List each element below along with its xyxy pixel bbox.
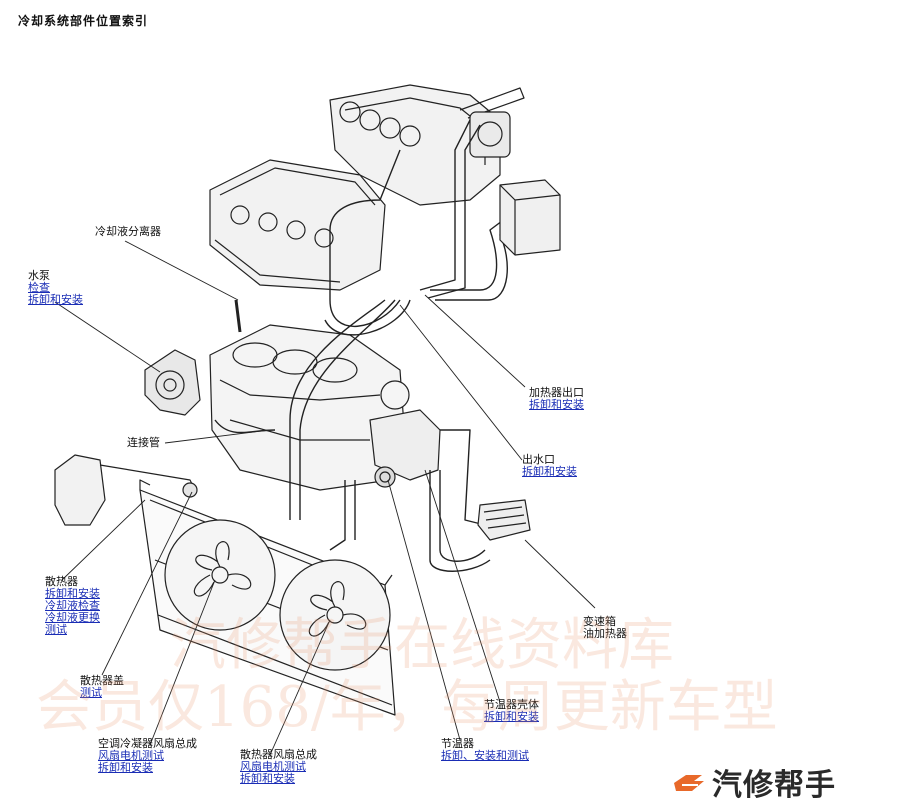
coolant-hoses-art [214, 119, 516, 572]
link-thermostat-remove-install-test[interactable]: 拆卸、安装和测试 [441, 749, 529, 762]
watermark-line2: 会员仅168/年，每周更新车型 [36, 675, 778, 740]
condenser-fan-art [164, 519, 276, 631]
label-radiator-fan: 散热器风扇总成 风扇电机测试 拆卸和安装 [240, 748, 317, 785]
link-radiator-remove-install[interactable]: 拆卸和安装 [45, 587, 100, 600]
cylinder-head-art [209, 159, 386, 291]
brand-mark-icon [674, 775, 704, 791]
link-ac-fan-motor-test[interactable]: 风扇电机测试 [98, 749, 164, 762]
link-radiator-fan-remove-install[interactable]: 拆卸和安装 [240, 772, 295, 785]
link-water-pump-remove-install[interactable]: 拆卸和安装 [28, 293, 83, 306]
link-ac-fan-remove-install[interactable]: 拆卸和安装 [98, 761, 153, 774]
link-radiator-cap-test[interactable]: 测试 [80, 686, 102, 699]
intake-manifold-art [329, 84, 525, 206]
link-water-pump-inspect[interactable]: 检查 [28, 281, 50, 294]
radiator-fan-art [279, 559, 391, 671]
label-thermostat-housing: 节温器壳体 拆卸和安装 [484, 698, 539, 723]
link-heater-outlet-remove-install[interactable]: 拆卸和安装 [529, 398, 584, 411]
heater-unit-art [499, 179, 561, 256]
reserve-tank-art [54, 454, 196, 526]
label-radiator-cap: 散热器盖 测试 [80, 674, 124, 699]
link-radiator-fan-motor-test[interactable]: 风扇电机测试 [240, 760, 306, 773]
engine-block-art [209, 324, 406, 491]
atf-warmer-art [477, 499, 531, 541]
label-connector-pipe: 连接管 [127, 436, 160, 449]
water-pump-art [144, 349, 201, 416]
brand-name: 汽修帮手 [712, 768, 836, 803]
link-radiator-test[interactable]: 测试 [45, 623, 67, 636]
link-radiator-coolant-check[interactable]: 冷却液检查 [45, 599, 100, 612]
label-atf-warmer: 变速箱 油加热器 [583, 615, 627, 640]
label-water-pump: 水泵 检查 拆卸和安装 [28, 269, 83, 306]
label-radiator: 散热器 拆卸和安装 冷却液检查 冷却液更换 测试 [45, 575, 100, 636]
label-heater-outlet: 加热器出口 拆卸和安装 [529, 386, 584, 411]
brand-logo: 汽修帮手 [672, 760, 836, 804]
coolant-distributor-art [234, 299, 242, 333]
link-thermostat-housing-remove-install[interactable]: 拆卸和安装 [484, 710, 539, 723]
label-water-outlet: 出水口 拆卸和安装 [522, 453, 577, 478]
link-water-outlet-remove-install[interactable]: 拆卸和安装 [522, 465, 577, 478]
link-radiator-coolant-replace[interactable]: 冷却液更换 [45, 611, 100, 624]
label-ac-condenser-fan: 空调冷凝器风扇总成 风扇电机测试 拆卸和安装 [98, 737, 197, 774]
watermark-line1: 汽修帮手在线资料库 [170, 613, 674, 678]
thermostat-housing-art [369, 380, 441, 488]
label-coolant-distributor: 冷却液分离器 [95, 225, 161, 238]
label-thermostat: 节温器 拆卸、安装和测试 [441, 737, 529, 762]
page-title: 冷却系统部件位置索引 [18, 14, 149, 28]
leader-lines [54, 240, 596, 756]
